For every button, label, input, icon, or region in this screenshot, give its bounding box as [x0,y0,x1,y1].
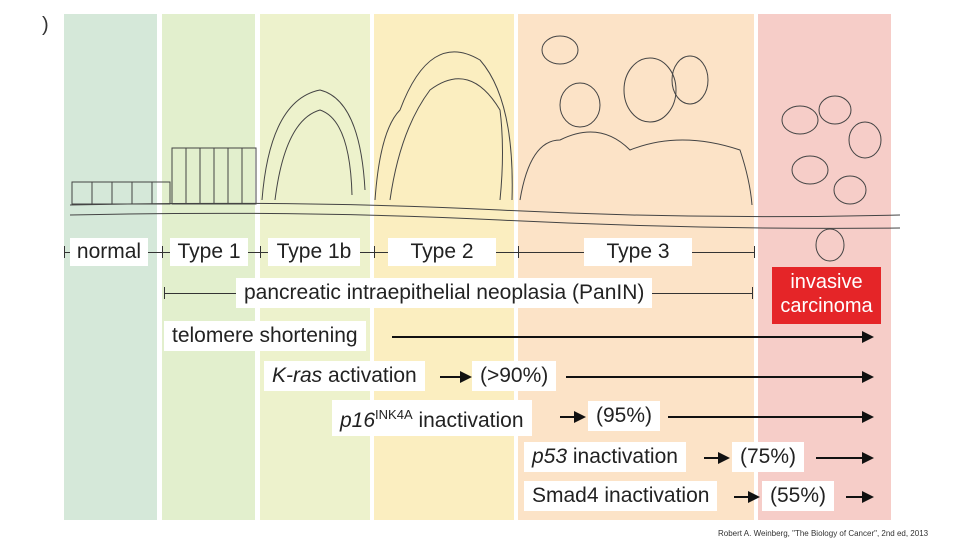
event-smad4-label: Smad4 inactivation [524,481,717,511]
event-p53-label: p53 inactivation [524,442,686,472]
stage-label-type2: Type 2 [388,238,496,266]
invasive-carcinoma-label: invasive carcinoma [772,267,881,324]
p16-gene: p16 [340,409,375,432]
kras-arrow-segment-1 [440,376,470,378]
stage-tick [374,246,375,258]
p16-text: inactivation [413,409,524,432]
invasive-line1: invasive [772,270,881,294]
panin-label: pancreatic intraepithelial neoplasia (Pa… [236,278,652,308]
panin-tick-left [164,287,165,299]
p53-gene: p53 [532,445,567,468]
p16-arrow [668,416,872,418]
p53-text: inactivation [567,445,678,468]
stage-label-type1b: Type 1b [268,238,360,266]
p16-superscript: INK4A [375,407,413,422]
smad4-arrow [846,496,872,498]
stage-label-type1: Type 1 [170,238,248,266]
p53-percent: (75%) [732,442,804,472]
kras-gene: K-ras [272,364,322,387]
kras-percent: (>90%) [472,361,556,391]
p16-percent: (95%) [588,401,660,431]
event-telomere-label: telomere shortening [164,321,366,351]
smad4-percent: (55%) [762,481,834,511]
stage-label-normal: normal [70,238,148,266]
invasive-line2: carcinoma [772,294,881,318]
kras-arrow [566,376,872,378]
event-kras-label: K-ras activation [264,361,425,391]
p53-arrow-segment-1 [704,457,728,459]
stage-tick [162,246,163,258]
smad4-arrow-segment-1 [734,496,758,498]
kras-text: activation [322,364,417,387]
stage-tick [260,246,261,258]
stage-tick [754,246,755,258]
p16-arrow-segment-1 [560,416,584,418]
stage-tick [518,246,519,258]
stage-tick [64,246,65,258]
event-p16-label: p16INK4A inactivation [332,400,532,436]
panin-tick-right [752,287,753,299]
stage-label-type3: Type 3 [584,238,692,266]
credit-text: Robert A. Weinberg, "The Biology of Canc… [718,529,928,538]
p53-arrow [816,457,872,459]
telomere-arrow [392,336,872,338]
